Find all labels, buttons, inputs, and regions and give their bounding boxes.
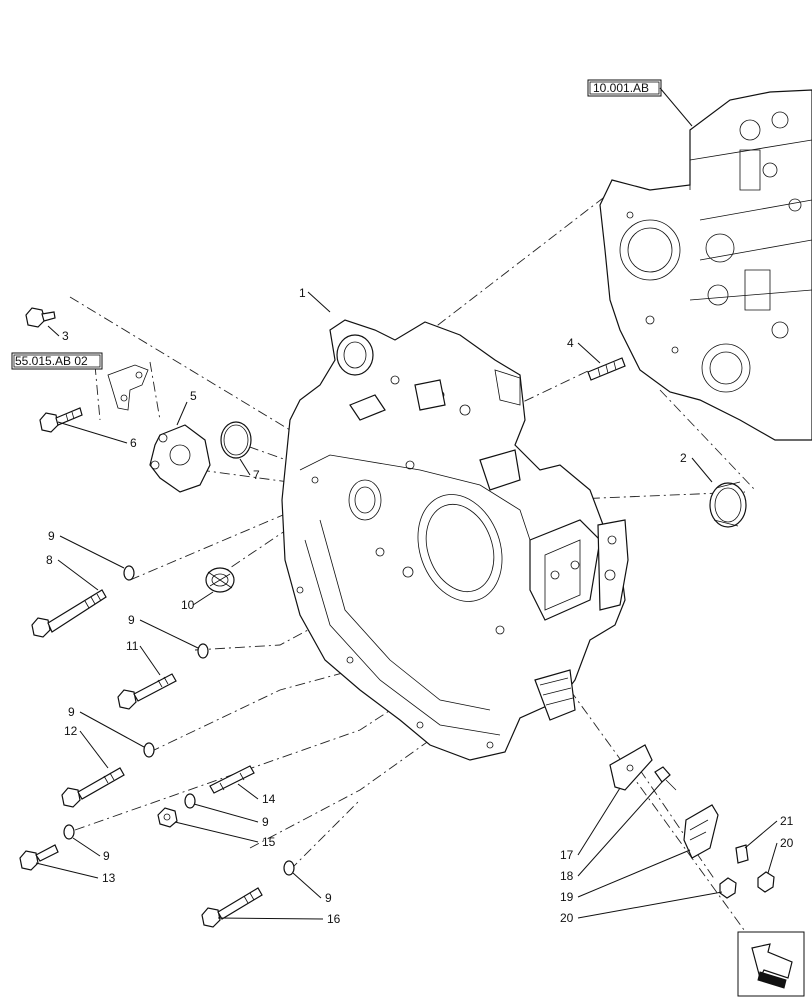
svg-text:2: 2: [680, 451, 687, 465]
o-ring-7: [220, 421, 252, 459]
svg-text:15: 15: [262, 835, 276, 849]
svg-text:14: 14: [262, 792, 276, 806]
svg-text:3: 3: [62, 329, 69, 343]
svg-text:9: 9: [68, 705, 75, 719]
svg-text:10.001.AB: 10.001.AB: [593, 81, 649, 95]
washers-9: [63, 565, 295, 876]
svg-text:20: 20: [780, 836, 794, 850]
callout-labels: 1 2 3 4 5 6 7 8 9 9 9 9 9 9 10 11 12: [35, 286, 794, 926]
nuts-20: [719, 871, 775, 899]
plate-19: [683, 804, 719, 859]
svg-text:55.015.AB 02: 55.015.AB 02: [15, 354, 88, 368]
stud-4: [587, 357, 626, 381]
svg-text:18: 18: [560, 869, 574, 883]
svg-text:6: 6: [130, 436, 137, 450]
svg-text:9: 9: [128, 613, 135, 627]
svg-text:9: 9: [262, 815, 269, 829]
bushing-10: [205, 567, 235, 593]
flywheel-housing: [281, 319, 629, 761]
svg-text:20: 20: [560, 911, 574, 925]
bolt-8: [31, 589, 107, 638]
svg-text:13: 13: [102, 871, 116, 885]
nut-15: [157, 807, 178, 828]
clip-21: [735, 844, 749, 864]
bolt-16: [201, 887, 263, 928]
arrow-navigation-icon[interactable]: [737, 931, 805, 997]
svg-text:9: 9: [103, 849, 110, 863]
svg-text:11: 11: [126, 639, 139, 653]
svg-text:10: 10: [181, 598, 195, 612]
bolt-6: [39, 407, 83, 433]
svg-text:12: 12: [64, 724, 78, 738]
svg-text:8: 8: [46, 553, 53, 567]
bolt-12: [61, 767, 125, 808]
svg-text:9: 9: [325, 891, 332, 905]
svg-text:7: 7: [253, 468, 260, 482]
stud-14: [209, 765, 255, 794]
bracket-plate-17: [609, 744, 653, 791]
svg-text:4: 4: [567, 336, 574, 350]
bracket: [107, 364, 149, 411]
engine-block: [599, 89, 812, 441]
bolt-13: [19, 844, 59, 871]
svg-text:9: 9: [48, 529, 55, 543]
svg-text:17: 17: [560, 848, 574, 862]
svg-text:16: 16: [327, 912, 341, 926]
svg-text:21: 21: [780, 814, 794, 828]
sensor-18: [654, 766, 677, 791]
bolt-11: [117, 673, 177, 710]
svg-text:1: 1: [299, 286, 306, 300]
flange-5: [149, 424, 211, 493]
svg-text:5: 5: [190, 389, 197, 403]
bolt-3: [25, 307, 56, 328]
svg-text:19: 19: [560, 890, 574, 904]
engine-block-reference[interactable]: 10.001.AB: [587, 79, 693, 127]
seal-ring: [709, 481, 747, 528]
bracket-reference[interactable]: 55.015.AB 02: [11, 352, 103, 370]
